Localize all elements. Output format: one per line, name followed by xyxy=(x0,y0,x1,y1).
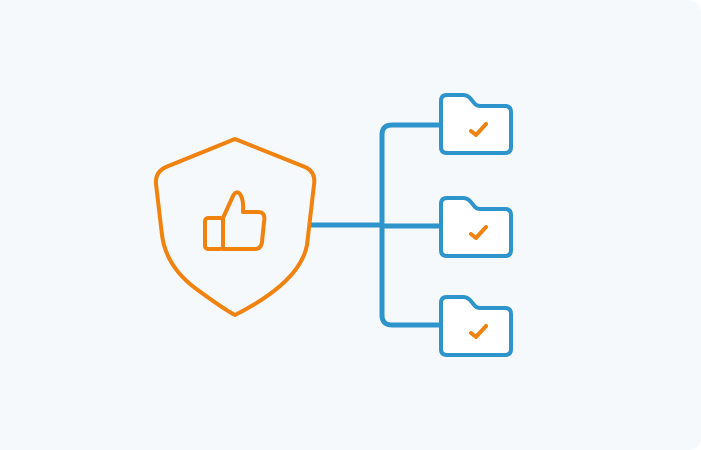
folder-icon xyxy=(439,295,513,357)
folder-icon xyxy=(439,196,513,258)
checkmark-icon xyxy=(469,324,488,339)
thumbs-up-icon xyxy=(203,190,267,251)
shield-icon xyxy=(153,137,317,317)
checkmark-icon xyxy=(469,225,488,240)
checkmark-icon xyxy=(469,122,488,137)
folder-icon xyxy=(439,93,513,155)
connector-lines xyxy=(307,122,443,328)
